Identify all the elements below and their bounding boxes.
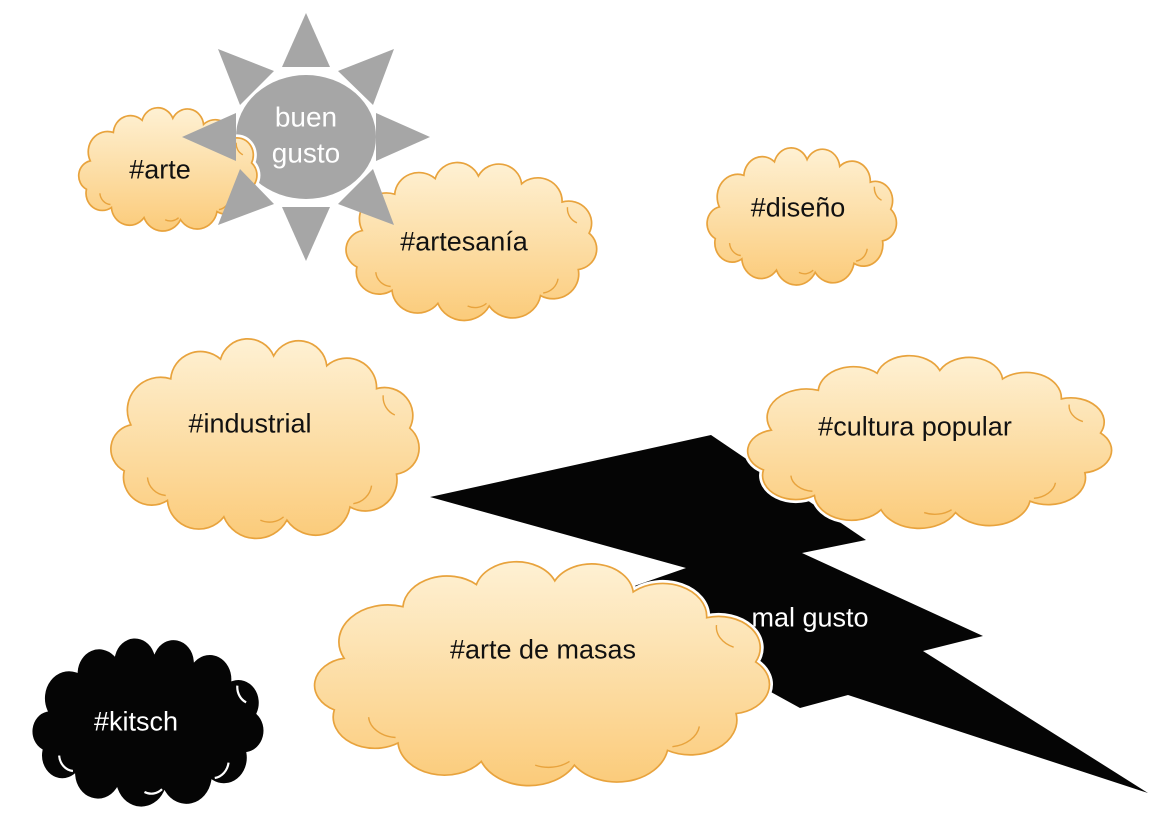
cloud-label-artesania: #artesanía xyxy=(400,226,528,257)
sun-ray-ne xyxy=(338,49,394,105)
sun-circle xyxy=(236,75,376,199)
sun-ray-sw xyxy=(218,169,274,225)
sun-ray-w xyxy=(182,113,236,161)
cloud-label-industrial: #industrial xyxy=(188,408,312,439)
cloud-label-kitsch: #kitsch xyxy=(93,706,179,737)
sun-ray-s xyxy=(282,207,330,261)
sun-ray-nw xyxy=(218,49,274,105)
lightning-label: mal gusto xyxy=(751,602,869,633)
cloud-label-arte-de-masas: #arte de masas xyxy=(449,634,637,665)
sun-label: buen gusto xyxy=(271,101,341,169)
sun-ray-n xyxy=(282,13,330,67)
sun-ray-se xyxy=(338,169,394,225)
cloud-label-cultura-popular: #cultura popular xyxy=(818,411,1012,442)
cloud-label-arte: #arte xyxy=(129,154,191,185)
cloud-label-diseno: #diseño xyxy=(750,192,846,223)
lightning-bolt-icon xyxy=(430,435,1148,793)
sun-ray-e xyxy=(376,113,430,161)
